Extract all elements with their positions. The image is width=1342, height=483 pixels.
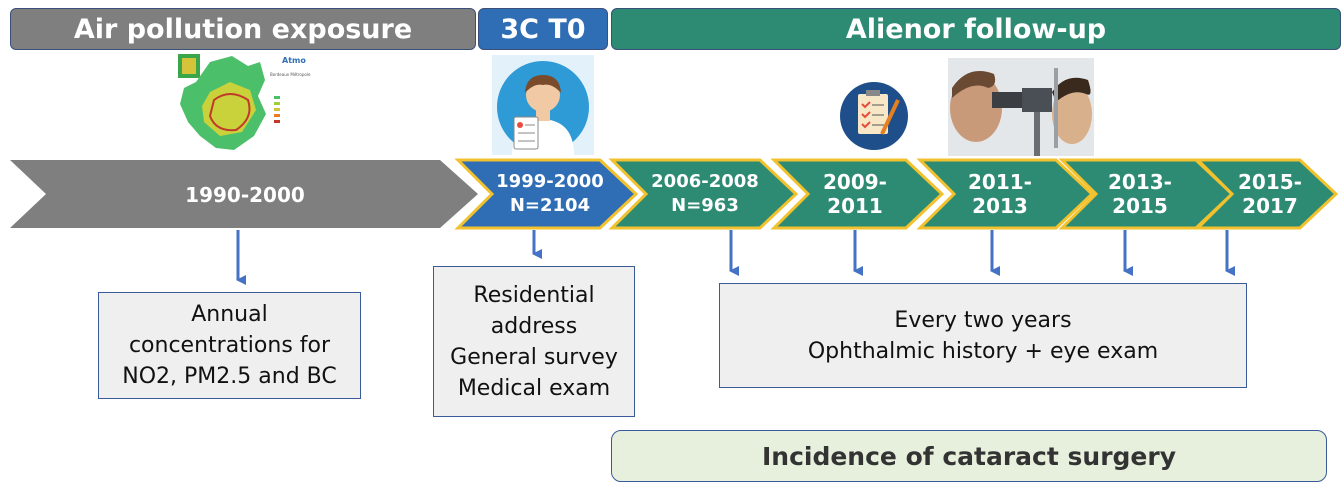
box-line: Ophthalmic history + eye exam (807, 338, 1159, 364)
label-line: 2011- (968, 170, 1032, 194)
map-region: Bordeaux Métropole (270, 72, 311, 77)
box-line: General survey (450, 344, 618, 370)
segment-2015-2017 (1194, 158, 1339, 230)
header-3c-t0: 3C T0 (478, 8, 608, 50)
box-line: Every two years (894, 307, 1072, 333)
label-2015-2017: 2015-2017 (1220, 166, 1320, 222)
box-line: NO2, PM2.5 and BC (122, 364, 337, 389)
box-line: Medical exam (457, 375, 611, 401)
segment-2011-2013 (916, 158, 1095, 230)
box-line: address (490, 313, 578, 339)
box-line: Residential (473, 282, 595, 308)
box-incidence-cataract-surgery: Incidence of cataract surgery (611, 430, 1327, 482)
label-2009-2011: 2009-2011 (800, 166, 910, 222)
label-1990-2000: 1990-2000 (120, 178, 370, 212)
label-2013-2015: 2013-2015 (1085, 166, 1195, 222)
label-2011-2013: 2011-2013 (945, 166, 1055, 222)
label-line: 2009- (823, 170, 887, 194)
label-line: 2006-2008 (651, 171, 759, 192)
label-line: 1990-2000 (185, 183, 305, 207)
segment-1990-2000 (10, 160, 478, 228)
label-line: N=963 (671, 195, 739, 216)
segment-1999-2000 (454, 158, 639, 230)
label-line: 2013- (1108, 170, 1172, 194)
checklist-icon (838, 80, 910, 152)
header-alienor-follow-up: Alienor follow-up (611, 8, 1341, 50)
label-line: 2017 (1242, 194, 1298, 218)
segment-2009-2011 (770, 158, 945, 230)
segment-2006-2008 (608, 158, 799, 230)
label-line: 2015- (1238, 170, 1302, 194)
box-line: concentrations for (128, 333, 331, 358)
eye-exam-photo (948, 58, 1094, 156)
box-line: Annual (191, 302, 268, 327)
map-brand: Atmo (282, 56, 306, 65)
label-line: N=2104 (509, 195, 591, 216)
doctor-icon (492, 55, 594, 155)
label-line: 1999-2000 (496, 171, 604, 192)
header-air-pollution-exposure: Air pollution exposure (10, 8, 476, 50)
label-line: 2015 (1112, 194, 1168, 218)
label-line: 2011 (827, 194, 883, 218)
pollution-map-icon: Atmo Bordeaux Métropole (170, 52, 312, 158)
label-line: 2013 (972, 194, 1028, 218)
